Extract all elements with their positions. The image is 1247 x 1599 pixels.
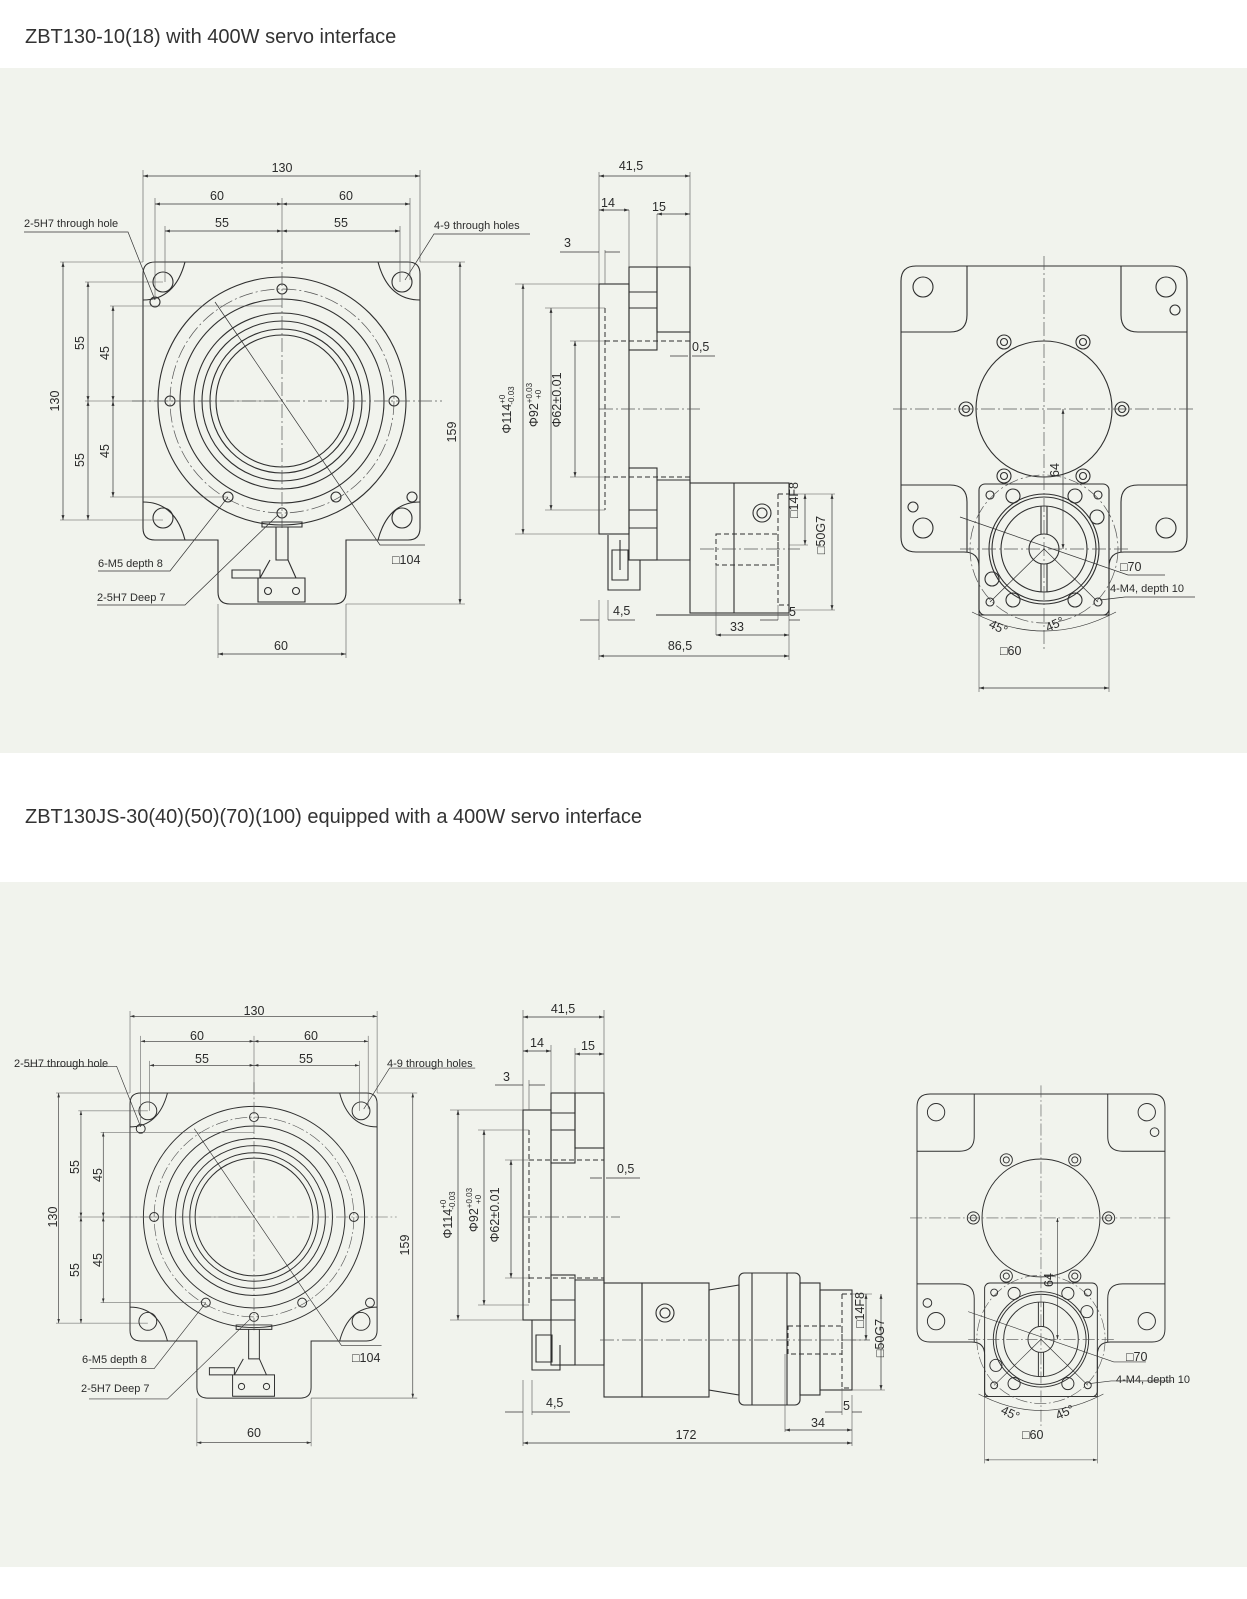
dim-phi92: Φ92+0.03+0 bbox=[525, 382, 543, 427]
label-m5: 6-M5 depth 8 bbox=[98, 558, 163, 570]
dim-v55-top: 55 bbox=[73, 336, 87, 350]
dim-hole-left: 55 bbox=[195, 1052, 209, 1066]
dim-phi114: Φ114+0-0.03 bbox=[439, 1191, 457, 1239]
panel-1-front-view: 130 60 60 55 55 2-5H7 through hole 4-9 t… bbox=[24, 161, 530, 658]
panel-2-front-view: 130 60 60 55 55 2-5H7 through hole 4-9 t… bbox=[14, 1004, 475, 1446]
label-m4: 4-M4, depth 10 bbox=[1110, 583, 1184, 595]
dim-length: 41,5 bbox=[551, 1002, 575, 1016]
dim-width: 130 bbox=[244, 1004, 265, 1018]
dim-34: 34 bbox=[811, 1416, 825, 1430]
dim-half-left: 60 bbox=[210, 189, 224, 203]
dim-half-right: 60 bbox=[339, 189, 353, 203]
dim-hole-right: 55 bbox=[334, 216, 348, 230]
dim-sq14f8: □14F8 bbox=[853, 1292, 867, 1328]
label-through-hole: 2-5H7 through hole bbox=[14, 1058, 108, 1070]
dim-sq14f8: □14F8 bbox=[787, 482, 801, 518]
label-through-hole: 2-5H7 through hole bbox=[24, 218, 118, 230]
dim-sq50g7: □50G7 bbox=[814, 516, 828, 554]
panel-1-side-view: 41,5 14 15 3 Φ114+0-0.03 Φ92+0.03+0 Φ62±… bbox=[498, 159, 835, 660]
label-m5: 6-M5 depth 8 bbox=[82, 1354, 147, 1366]
dim-v45-top: 45 bbox=[91, 1168, 105, 1182]
panel-2-title: ZBT130JS-30(40)(50)(70)(100) equipped wi… bbox=[25, 806, 642, 828]
dim-length: 41,5 bbox=[619, 159, 643, 173]
dim-v55-bottom: 55 bbox=[73, 453, 87, 467]
label-deep7: 2-5H7 Deep 7 bbox=[81, 1383, 150, 1395]
dim-v45-bottom: 45 bbox=[98, 444, 112, 458]
dim-phi62: Φ62±0.01 bbox=[488, 1187, 502, 1242]
dim-height: 130 bbox=[46, 1207, 60, 1228]
dim-phi114: Φ114+0-0.03 bbox=[498, 386, 516, 434]
dim-14: 14 bbox=[530, 1036, 544, 1050]
dim-14: 14 bbox=[601, 196, 615, 210]
label-sq70: □70 bbox=[1126, 1350, 1148, 1364]
dim-5: 5 bbox=[789, 605, 796, 619]
dim-v45-bottom: 45 bbox=[91, 1253, 105, 1267]
dim-hole-left: 55 bbox=[215, 216, 229, 230]
dim-v55-bottom: 55 bbox=[68, 1263, 82, 1277]
panel-1-title: ZBT130-10(18) with 400W servo interface bbox=[25, 26, 396, 48]
label-deep7: 2-5H7 Deep 7 bbox=[97, 592, 166, 604]
dim-total-height: 159 bbox=[398, 1235, 412, 1256]
dim-0-5: 0,5 bbox=[692, 340, 709, 354]
panel-1-background bbox=[0, 68, 1247, 753]
label-through-holes: 4-9 through holes bbox=[434, 220, 520, 232]
label-sq104: □104 bbox=[352, 1351, 380, 1365]
dim-phi62: Φ62±0.01 bbox=[550, 372, 564, 427]
dim-0-5: 0,5 bbox=[617, 1162, 634, 1176]
panel-2-right-view: 64 □70 4-M4, depth 10 45° 45° □60 bbox=[910, 1085, 1190, 1463]
dim-v55-top: 55 bbox=[68, 1160, 82, 1174]
label-m4: 4-M4, depth 10 bbox=[1116, 1374, 1190, 1386]
dim-3: 3 bbox=[503, 1070, 510, 1084]
dim-phi92: Φ92+0.03+0 bbox=[465, 1187, 483, 1232]
dim-15: 15 bbox=[581, 1039, 595, 1053]
dim-width: 130 bbox=[272, 161, 293, 175]
dim-4-5: 4,5 bbox=[613, 604, 630, 618]
dim-height: 130 bbox=[48, 391, 62, 412]
label-through-holes: 4-9 through holes bbox=[387, 1058, 473, 1070]
dim-64: 64 bbox=[1048, 463, 1062, 477]
panel-2-background bbox=[0, 882, 1247, 1567]
dim-total-length: 172 bbox=[676, 1428, 697, 1442]
dim-v45-top: 45 bbox=[98, 346, 112, 360]
dim-sq60: □60 bbox=[1000, 644, 1022, 658]
dim-4-5: 4,5 bbox=[546, 1396, 563, 1410]
dim-sq50g7: □50G7 bbox=[873, 1319, 887, 1357]
dim-3: 3 bbox=[564, 236, 571, 250]
dim-tab-width: 60 bbox=[247, 1426, 261, 1440]
dim-half-left: 60 bbox=[190, 1029, 204, 1043]
dim-sq60: □60 bbox=[1022, 1428, 1044, 1442]
dim-hole-right: 55 bbox=[299, 1052, 313, 1066]
label-sq70: □70 bbox=[1120, 560, 1142, 574]
dim-5: 5 bbox=[843, 1399, 850, 1413]
dim-half-right: 60 bbox=[304, 1029, 318, 1043]
panel-2-side-view: 41,5 14 15 3 Φ114+0-0.03 Φ92+0.03+0 Φ62±… bbox=[439, 1002, 887, 1446]
dim-total-length: 86,5 bbox=[668, 639, 692, 653]
dim-33: 33 bbox=[730, 620, 744, 634]
dim-total-height: 159 bbox=[445, 422, 459, 443]
dim-tab-width: 60 bbox=[274, 639, 288, 653]
dim-15: 15 bbox=[652, 200, 666, 214]
dim-64: 64 bbox=[1042, 1273, 1056, 1287]
panel-1-right-view: 64 □70 4-M4, depth 10 45° 45° □60 bbox=[893, 256, 1196, 692]
label-sq104: □104 bbox=[392, 553, 420, 567]
